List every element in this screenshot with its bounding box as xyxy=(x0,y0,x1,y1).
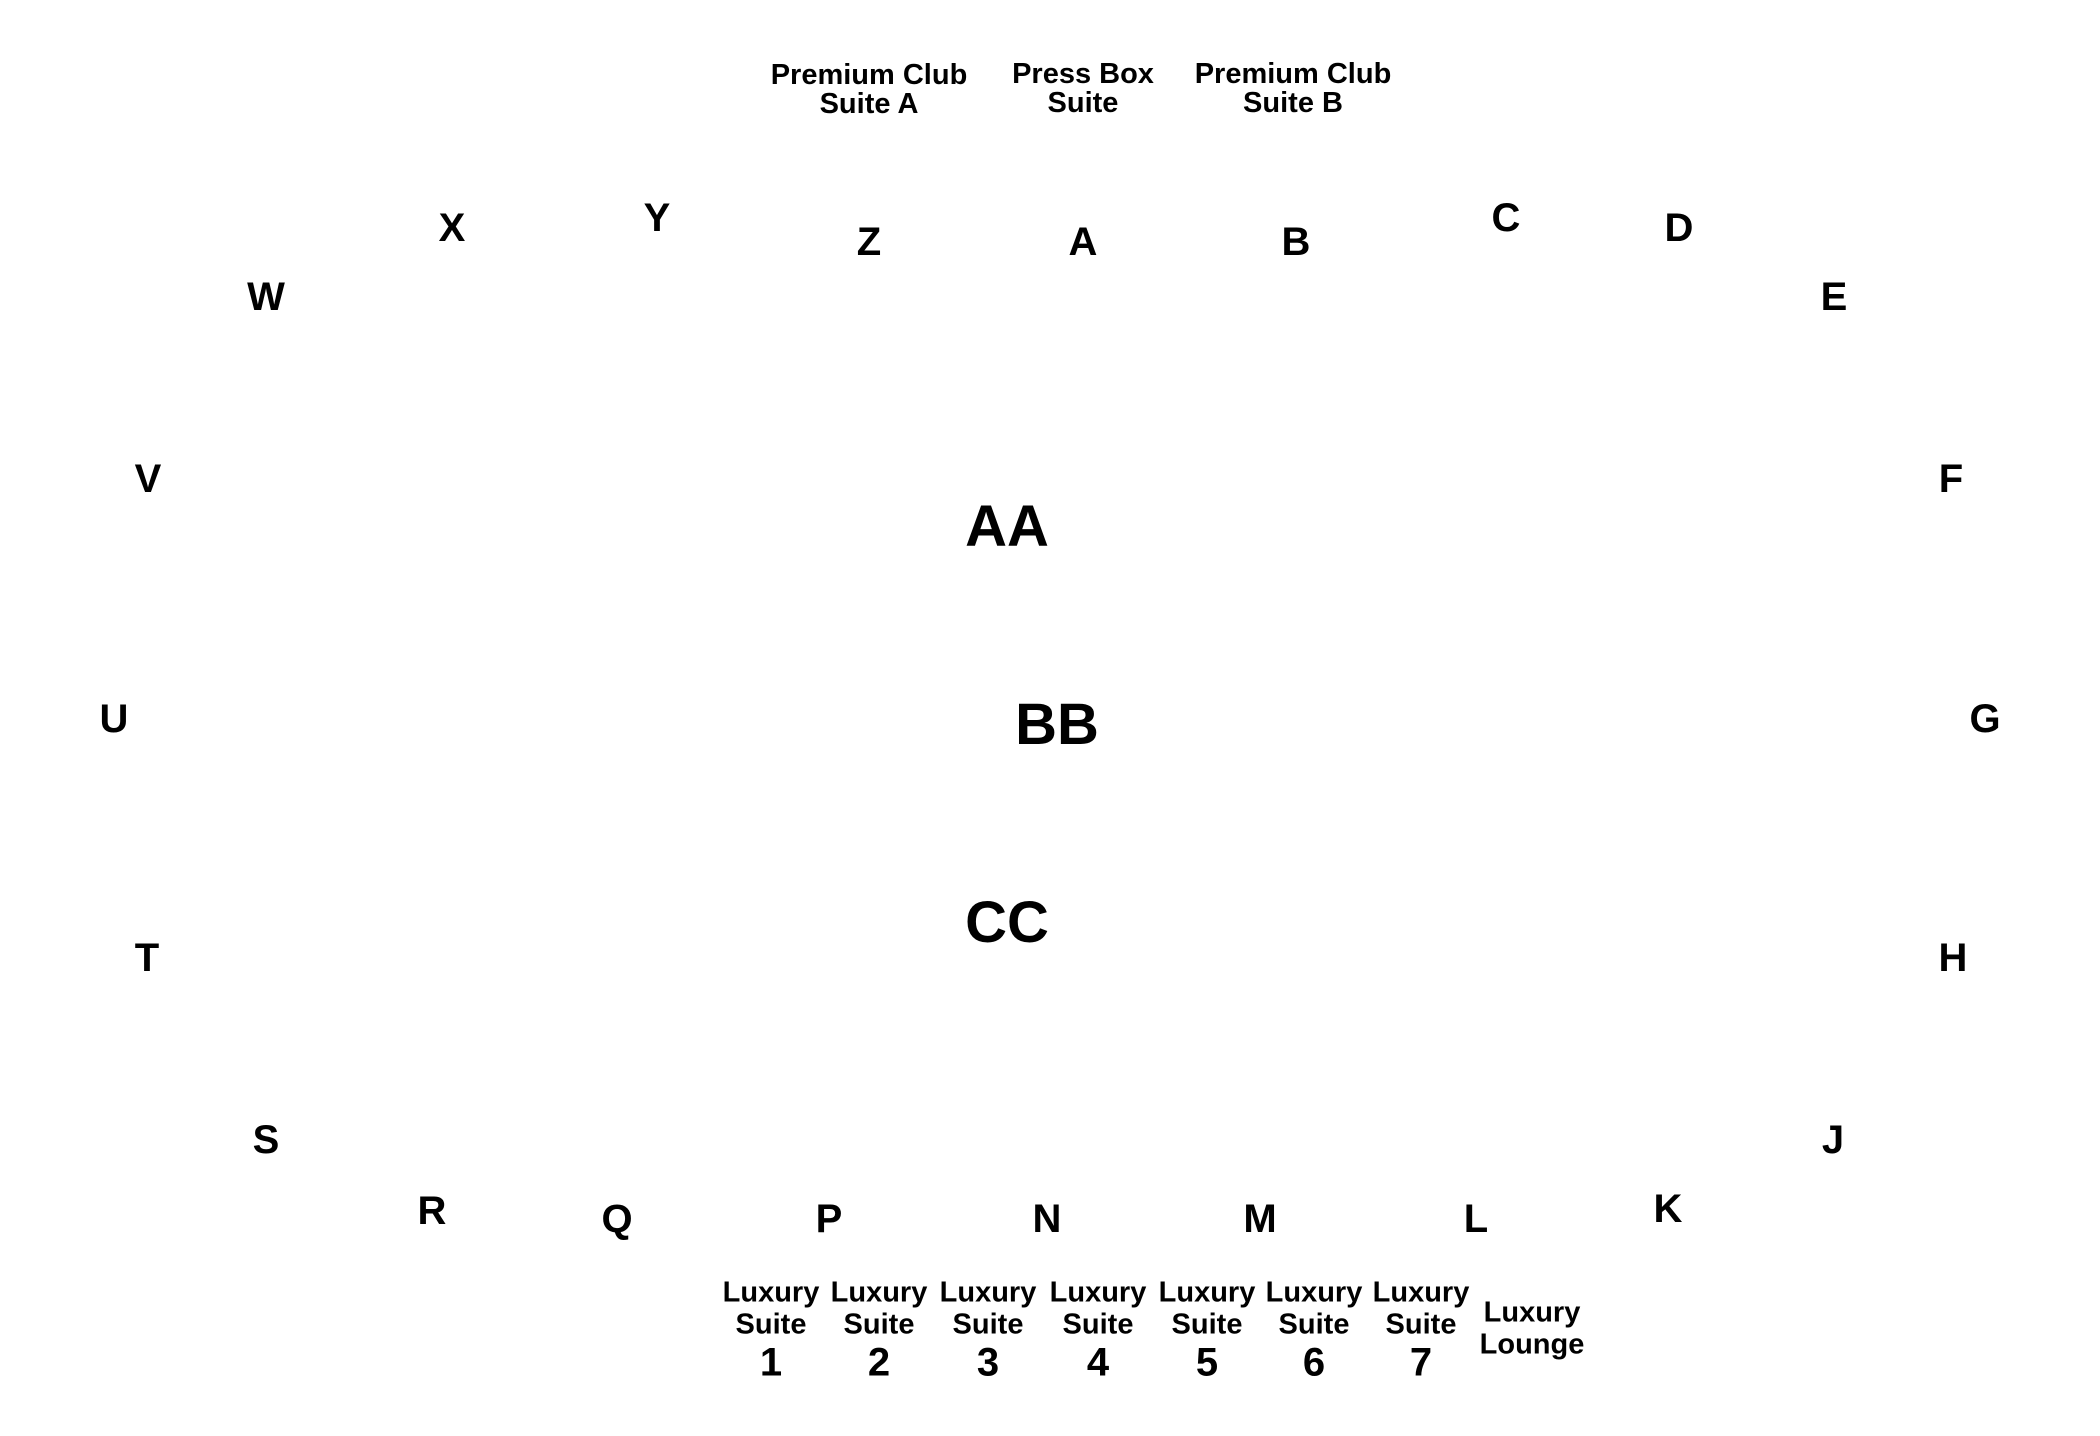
suite-label-line2: Suite A xyxy=(819,88,919,120)
section-x[interactable]: X xyxy=(438,206,466,250)
section-q[interactable]: Q xyxy=(601,1197,633,1241)
section-r[interactable]: R xyxy=(417,1189,447,1233)
suite-label-line1: Press Box xyxy=(1012,58,1154,90)
suite-label-line2: Suite xyxy=(1171,1309,1243,1341)
section-n[interactable]: N xyxy=(1032,1197,1062,1241)
section-j[interactable]: J xyxy=(1821,1118,1845,1162)
section-g[interactable]: G xyxy=(1969,697,2001,741)
suite-label-line2: Suite xyxy=(1278,1309,1350,1341)
section-l[interactable]: L xyxy=(1463,1197,1489,1241)
suite-label-line2: Suite xyxy=(1062,1309,1134,1341)
luxury-suite-7[interactable]: Luxury Suite 7 xyxy=(1373,1277,1470,1384)
suite-label-line1: Premium Club xyxy=(1194,58,1392,90)
section-f[interactable]: F xyxy=(1938,457,1964,501)
suite-label-line1: Luxury xyxy=(830,1276,928,1309)
section-k[interactable]: K xyxy=(1653,1187,1683,1231)
section-u[interactable]: U xyxy=(99,697,129,741)
suite-number: 4 xyxy=(1086,1340,1110,1385)
section-m[interactable]: M xyxy=(1243,1197,1277,1241)
suite-label-line2: Suite xyxy=(1385,1309,1457,1341)
suite-number: 1 xyxy=(759,1340,783,1385)
suite-label-line2: Suite xyxy=(735,1309,807,1341)
section-c[interactable]: C xyxy=(1491,196,1521,240)
section-p[interactable]: P xyxy=(815,1197,843,1241)
section-a[interactable]: A xyxy=(1068,220,1098,264)
luxury-suite-1[interactable]: Luxury Suite 1 xyxy=(723,1277,820,1384)
premium-club-suite-b[interactable]: Premium Club Suite B xyxy=(1195,60,1392,118)
luxury-suite-2[interactable]: Luxury Suite 2 xyxy=(831,1277,928,1384)
suite-label-line1: Luxury xyxy=(1158,1276,1256,1309)
suite-number: 6 xyxy=(1302,1340,1326,1385)
section-h[interactable]: H xyxy=(1938,936,1968,980)
lounge-label-line2: Lounge xyxy=(1479,1329,1585,1361)
suite-label-line1: Premium Club xyxy=(770,59,968,91)
luxury-suite-3[interactable]: Luxury Suite 3 xyxy=(940,1277,1037,1384)
section-d[interactable]: D xyxy=(1664,206,1694,250)
suite-label-line1: Luxury xyxy=(722,1276,820,1309)
suite-label-line1: Luxury xyxy=(939,1276,1037,1309)
luxury-lounge[interactable]: Luxury Lounge xyxy=(1480,1297,1585,1362)
section-y[interactable]: Y xyxy=(643,196,671,240)
suite-number: 5 xyxy=(1195,1340,1219,1385)
suite-label-line2: Suite B xyxy=(1243,87,1343,119)
press-box-suite[interactable]: Press Box Suite xyxy=(1012,60,1154,118)
suite-number: 2 xyxy=(867,1340,891,1385)
section-w[interactable]: W xyxy=(247,275,285,319)
premium-club-suite-a[interactable]: Premium Club Suite A xyxy=(771,61,968,119)
luxury-suite-5[interactable]: Luxury Suite 5 xyxy=(1159,1277,1256,1384)
section-bb[interactable]: BB xyxy=(1015,692,1099,757)
suite-label-line1: Luxury xyxy=(1372,1276,1470,1309)
suite-label-line2: Suite xyxy=(1047,87,1119,119)
section-s[interactable]: S xyxy=(252,1118,280,1162)
luxury-suite-6[interactable]: Luxury Suite 6 xyxy=(1266,1277,1363,1384)
suite-label-line2: Suite xyxy=(843,1309,915,1341)
section-e[interactable]: E xyxy=(1820,275,1848,319)
section-aa[interactable]: AA xyxy=(965,494,1049,559)
suite-number: 7 xyxy=(1409,1340,1433,1385)
suite-number: 3 xyxy=(976,1340,1000,1385)
luxury-suite-4[interactable]: Luxury Suite 4 xyxy=(1050,1277,1147,1384)
section-v[interactable]: V xyxy=(134,457,162,501)
lounge-label-line1: Luxury xyxy=(1483,1296,1581,1329)
section-b[interactable]: B xyxy=(1281,220,1311,264)
section-z[interactable]: Z xyxy=(856,220,882,264)
section-t[interactable]: T xyxy=(134,936,160,980)
suite-label-line2: Suite xyxy=(952,1309,1024,1341)
suite-label-line1: Luxury xyxy=(1049,1276,1147,1309)
suite-label-line1: Luxury xyxy=(1265,1276,1363,1309)
section-cc[interactable]: CC xyxy=(965,890,1049,955)
